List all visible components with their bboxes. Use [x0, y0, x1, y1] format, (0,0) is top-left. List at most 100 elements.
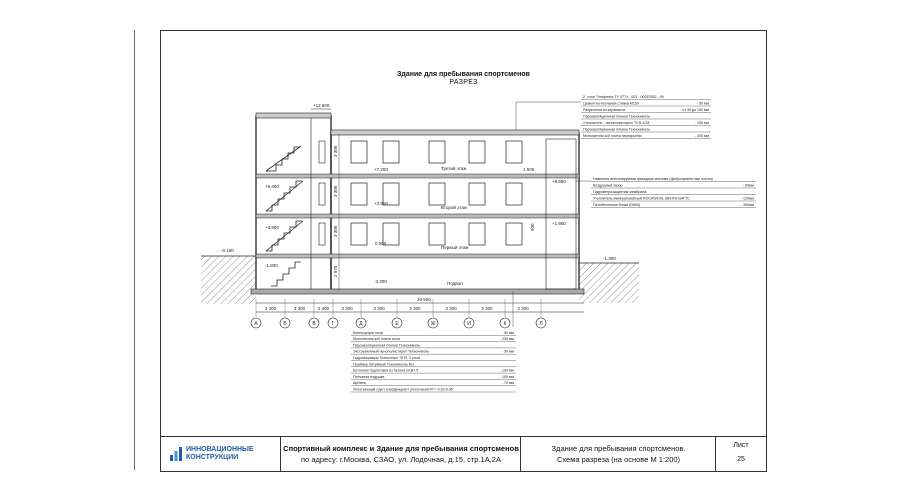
spec-row-value: - 50 мм	[502, 331, 515, 335]
roof-spec-table: 2. слоя "Унифлекс ТУ 5774 - 003 - 002878…	[581, 95, 711, 139]
axis-label: В	[312, 321, 316, 327]
spec-row-value: - 120мм	[741, 197, 755, 201]
title-block-project-cell: Спортивный комплекс и Здание для пребыва…	[281, 437, 521, 472]
project-title: Спортивный комплекс и Здание для пребыва…	[283, 444, 519, 453]
logo-line-1: ИННОВАЦИОННЫЕ	[186, 446, 254, 453]
bay-dim: 3 300	[341, 306, 353, 311]
axis-bubble	[427, 317, 439, 329]
spec-row-text: Пароизоляционная пленка Технониколь	[583, 128, 650, 132]
level-stair-c: -1.800	[265, 263, 278, 268]
axis-label: Д	[359, 321, 363, 327]
binding-line	[134, 30, 135, 470]
title-block-sheet-name-cell: Здание для пребывания спортсменов. Схема…	[521, 437, 716, 472]
spec-row-text: Уплотнённый грунт коэффициент уплотнения…	[353, 388, 453, 392]
level-l1: 0.000	[375, 241, 387, 246]
axis-label: А	[254, 321, 258, 327]
spec-row-text: Утеплитель минераловатный ROCKWOOL ВЕНТИ…	[593, 197, 690, 201]
height-dim-0: 3 300	[333, 145, 338, 157]
spec-row-text: Навесная вентилируемая фасадная система …	[593, 177, 713, 181]
axis-label: Б	[283, 321, 287, 327]
spec-row-text: Пароизоляционная пленка Технониколь	[583, 115, 650, 119]
total-dim: 28 500	[417, 297, 431, 302]
spec-row-value: - 50 мм	[697, 102, 710, 106]
level-mid2: +3.900	[374, 201, 388, 206]
bay-dim: 3 300	[373, 306, 385, 311]
spec-row-text: Гидроизоляция Техноэласт ЭПП, 2 слоя	[353, 356, 420, 360]
spec-row-text: Гидроветрозащитная мембрана	[593, 190, 646, 194]
sheet-number: 25	[737, 456, 745, 463]
drawing-title: Здание для пребывания спортсменов	[397, 71, 530, 78]
window-h-dim: 1 500	[523, 167, 535, 172]
level-roof: +12.500	[313, 103, 330, 108]
stair-windows	[318, 140, 326, 246]
spec-row-value: - 70 мм	[502, 381, 515, 385]
level-mid3: +7.200	[374, 167, 388, 172]
axis-bubble	[391, 317, 403, 329]
spec-row-value: - 50 мм	[502, 350, 515, 354]
sill-dim: 900	[530, 223, 535, 231]
axis-label: Е	[395, 321, 399, 327]
axis-label: И	[467, 321, 471, 327]
level-stair-b: +3.900	[265, 225, 279, 230]
bay-dim: 3 300	[445, 306, 457, 311]
main-block	[330, 132, 580, 292]
axis-bubble	[499, 317, 511, 329]
level-right1: +5.550	[552, 179, 566, 184]
axis-label: Ж	[431, 321, 436, 327]
spec-row-text: Воздушный зазор	[593, 184, 623, 188]
axis-bubble	[279, 317, 291, 329]
spec-row-text: Бетонная подготовка из бетона кл.В7.5	[353, 369, 418, 373]
axis-bubble	[355, 317, 367, 329]
basement	[255, 255, 580, 292]
spec-row-value: - 200 мм	[500, 337, 515, 341]
spec-row-text: Монолитная ж/б плита пола	[353, 337, 400, 341]
windows	[350, 140, 523, 246]
ground-hatch-left	[201, 256, 256, 304]
sheet-name-line-1: Здание для пребывания спортсменов.	[551, 444, 686, 453]
bay-dim: 3 300	[481, 306, 493, 311]
spec-row-value: - 200 мм	[695, 134, 710, 138]
spec-row-value: - 100 мм	[500, 369, 515, 373]
spec-row-value: - 300мм	[741, 203, 755, 207]
height-dim-1: 3 300	[333, 185, 338, 197]
level-ground: -0.150	[221, 248, 234, 253]
height-dim-3: 2 970	[333, 265, 338, 277]
floor-label-basement: Подвал	[447, 281, 463, 286]
title-block: ИННОВАЦИОННЫЕ КОНСТРУКЦИИ Спортивный ком…	[161, 436, 766, 472]
floor-label-third: Третий этаж	[441, 165, 466, 171]
sheet-label: Лист	[733, 442, 749, 449]
floor-label-first: Первый этаж	[441, 244, 468, 250]
roof-spec-leader	[515, 101, 581, 130]
section-drawing: +12.500 +6.400 +3.900 -1.800 -0.150 +7.2…	[201, 95, 756, 393]
spec-row-text: Утеплитель - пенополистирол ТСS-1/18	[583, 121, 649, 125]
stair-tower-parapet	[255, 112, 332, 119]
axis-bubble	[535, 317, 547, 329]
main-roof-slab	[330, 129, 580, 136]
spec-row-value: - от 30 до 150 мм	[680, 108, 709, 112]
wall-spec-table: Навесная вентилируемая фасадная система …	[591, 177, 756, 208]
spec-row-text: Щебень	[353, 381, 366, 385]
spec-row-text: Разуклонка из керамзита	[583, 108, 625, 112]
sheet-name-line-2: Схема разреза (на основе М 1:200)	[556, 455, 681, 464]
spec-row-text: Пароизоляционная пленка Технониколь	[353, 343, 420, 347]
logo-mark-icon	[170, 447, 182, 461]
project-address: по адресу: г.Москва, СЗАО, ул. Лодочная,…	[301, 455, 501, 464]
bay-dim: 3 300	[294, 306, 306, 311]
bay-dim: 3 300	[409, 306, 421, 311]
height-dims: 3 300 3 300 3 300 2 970 1 500 900	[333, 135, 535, 291]
drawing-sheet: Здание для пребывания спортсменов РАЗРЕЗ	[160, 30, 767, 472]
spec-row-text: Пенобетонные блоки (D600)	[593, 203, 640, 207]
axis-label: Г	[332, 321, 335, 327]
stair-flights	[265, 145, 304, 287]
slab-1	[255, 253, 580, 259]
spec-row-text: Праймер битумный Технониколь №1	[353, 362, 415, 366]
slab-2	[255, 213, 580, 219]
axis-label: Л	[539, 321, 542, 327]
axis-label: К	[504, 321, 507, 327]
facade-right-stair	[545, 138, 577, 290]
title-block-sheet-number-cell: Лист 25	[716, 437, 766, 472]
axis-bubble	[463, 317, 475, 329]
level-stair-a: +6.400	[265, 184, 279, 189]
